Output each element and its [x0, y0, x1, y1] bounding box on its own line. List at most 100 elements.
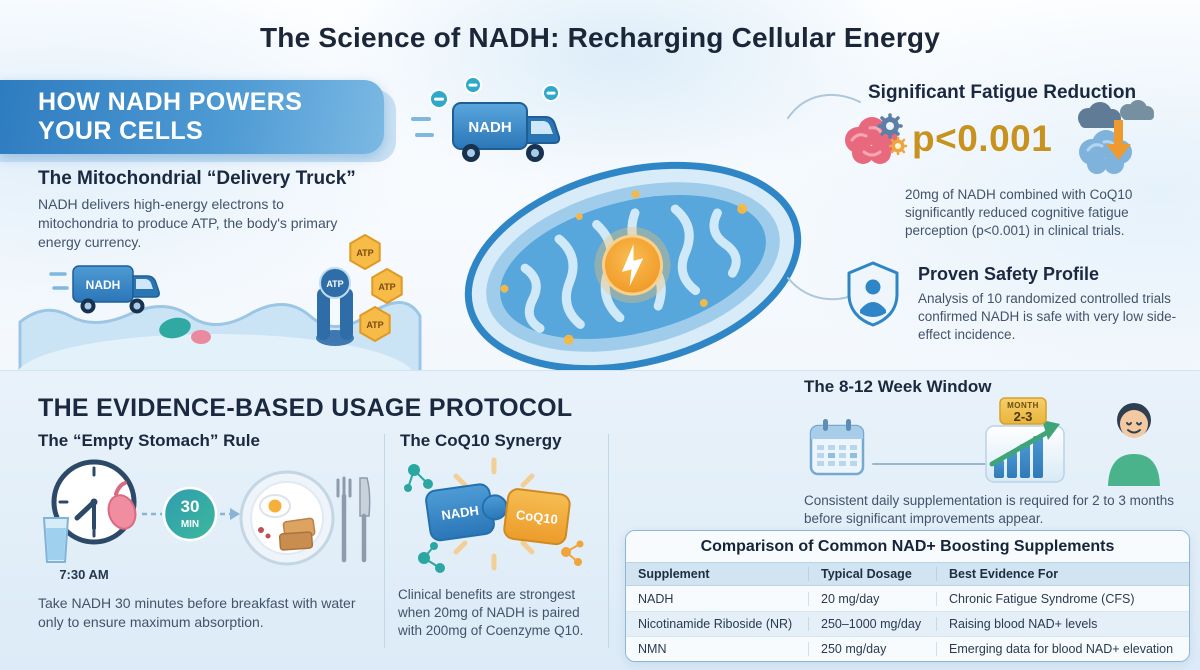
table-header-dosage: Typical Dosage — [808, 567, 936, 581]
atp-hexagon-icon: ATP — [371, 267, 403, 305]
cell-evidence: Chronic Fatigue Syndrome (CFS) — [936, 591, 1189, 606]
mitochondria-body — [464, 161, 802, 373]
berry-icon — [258, 527, 264, 533]
section-banner-how-nadh-powers: HOW NADH POWERS YOUR CELLS — [0, 80, 384, 154]
table-header-evidence: Best Evidence For — [936, 567, 1189, 581]
puzzle-piece-nadh-icon: NADH — [425, 483, 508, 542]
calendar-icon — [809, 419, 865, 476]
energy-dots — [500, 190, 748, 345]
thirty-min-badge: 30 MIN — [162, 486, 218, 542]
mitochondrial-truck-heading: The Mitochondrial “Delivery Truck” — [38, 168, 356, 189]
storm-cloud-icon — [1078, 102, 1121, 128]
water-glass-icon — [42, 517, 70, 563]
fatigue-reduction-body: 20mg of NADH combined with CoQ10 signifi… — [905, 187, 1133, 239]
timeline-axis — [872, 463, 986, 465]
electron-minus-icon — [464, 76, 482, 94]
svg-text:ATP: ATP — [356, 248, 373, 258]
week-window-heading: The 8-12 Week Window — [804, 377, 992, 396]
truck-center-label: NADH — [468, 119, 511, 136]
empty-stomach-heading: The “Empty Stomach” Rule — [38, 431, 260, 450]
coq10-synergy-body: Clinical benefits are strongest when 20m… — [398, 587, 584, 639]
fatigue-reduction-heading: Significant Fatigue Reduction — [868, 82, 1137, 103]
table-header-supplement: Supplement — [638, 567, 710, 581]
safety-profile-body: Analysis of 10 randomized controlled tri… — [918, 291, 1177, 343]
fatigued-brain-icon — [1078, 100, 1154, 174]
table-row: NMN 250 mg/day Emerging data for blood N… — [626, 636, 1189, 661]
coq10-synergy-heading: The CoQ10 Synergy — [400, 431, 562, 450]
svg-text:2-3: 2-3 — [1014, 409, 1033, 424]
cell-dosage: 20 mg/day — [808, 591, 936, 606]
table-row: Nicotinamide Riboside (NR) 250–1000 mg/d… — [626, 611, 1189, 636]
breakfast-plate-icon — [239, 470, 335, 566]
decorative-swoosh — [787, 93, 861, 119]
toast-icon — [278, 517, 316, 551]
table-title: Comparison of Common NAD+ Boosting Suppl… — [626, 531, 1189, 562]
mitochondrial-truck-body: NADH delivers high-energy electrons to m… — [38, 196, 338, 250]
cell-dosage: 250–1000 mg/day — [808, 617, 936, 631]
happy-person-icon — [1108, 403, 1160, 486]
safety-profile-heading: Proven Safety Profile — [918, 264, 1100, 284]
banner-line-2: YOUR CELLS — [38, 117, 204, 145]
coq10-synergy-illustration: NADH CoQ10 — [404, 457, 584, 573]
growth-chart-icon: MONTH 2-3 — [985, 397, 1065, 483]
banner-line-1: HOW NADH POWERS — [38, 87, 303, 116]
cell-evidence: Emerging data for blood NAD+ elevation — [936, 642, 1189, 656]
stomach-icon — [107, 481, 137, 530]
cell-supplement: NADH — [638, 591, 674, 606]
supplement-comparison-table: Comparison of Common NAD+ Boosting Suppl… — [625, 530, 1190, 662]
arrow-right-icon — [220, 508, 240, 520]
svg-text:MIN: MIN — [181, 519, 199, 530]
up-arrow-icon — [989, 420, 1060, 467]
berry-icon — [265, 533, 271, 539]
knife-icon — [359, 477, 371, 563]
page-title: The Science of NADH: Recharging Cellular… — [260, 22, 940, 53]
cell-supplement: NMN — [638, 642, 667, 656]
column-divider — [608, 434, 609, 648]
mitochondria-illustration: NADH — [411, 76, 802, 373]
week-window-body: Consistent daily supplementation is requ… — [804, 493, 1174, 527]
nadh-truck-small-icon: NADH — [49, 265, 160, 314]
atp-synthase-channel-icon: ATP — [316, 267, 354, 346]
svg-text:ATP: ATP — [366, 320, 383, 330]
table-header-row: Supplement Typical Dosage Best Evidence … — [626, 562, 1189, 586]
clock-time-label: 7:30 AM — [59, 567, 108, 582]
svg-text:CoQ10: CoQ10 — [515, 507, 558, 527]
fork-icon — [336, 476, 352, 563]
molecule-icon — [404, 464, 433, 492]
brain-gears-icon — [845, 113, 908, 164]
svg-text:NADH: NADH — [440, 503, 479, 523]
cell-evidence: Raising blood NAD+ levels — [936, 617, 1189, 631]
teal-organelle-icon — [159, 317, 191, 339]
electron-minus-icon — [542, 84, 560, 102]
down-arrow-icon — [1106, 120, 1131, 160]
protocol-heading: THE EVIDENCE-BASED USAGE PROTOCOL — [38, 394, 573, 422]
gear-icon — [888, 136, 908, 156]
cell-supplement: Nicotinamide Riboside (NR) — [638, 617, 793, 631]
svg-text:ATP: ATP — [378, 282, 395, 292]
shield-person-icon — [847, 261, 899, 327]
cell-membrane-illustration: ATP NADH ATP ATP ATP — [15, 233, 422, 422]
empty-stomach-illustration: 7:30 AM 30 MIN — [42, 459, 371, 582]
nadh-truck-icon: NADH — [411, 76, 561, 162]
puzzle-piece-coq10-icon: CoQ10 — [503, 488, 571, 546]
cell-dosage: 250 mg/day — [808, 642, 936, 656]
column-divider — [384, 434, 385, 648]
p-value-stat: p<0.001 — [912, 118, 1053, 159]
atp-hexagon-icon: ATP — [349, 233, 381, 271]
pink-organelle-icon — [191, 330, 211, 344]
molecule-icon — [418, 542, 445, 573]
svg-text:MONTH: MONTH — [1007, 401, 1039, 410]
storm-cloud-icon — [1120, 100, 1154, 120]
gear-icon — [877, 113, 903, 139]
molecule-icon — [561, 540, 584, 566]
truck-small-label: NADH — [86, 278, 121, 292]
svg-text:30: 30 — [181, 497, 200, 516]
table-row: NADH 20 mg/day Chronic Fatigue Syndrome … — [626, 586, 1189, 611]
fried-egg-icon — [259, 494, 291, 518]
electron-minus-icon — [429, 89, 449, 109]
empty-stomach-body: Take NADH 30 minutes before breakfast wi… — [38, 595, 356, 630]
atp-channel-label: ATP — [326, 279, 343, 289]
month-tag: MONTH 2-3 — [999, 397, 1047, 425]
lightning-bolt-icon — [602, 234, 664, 296]
